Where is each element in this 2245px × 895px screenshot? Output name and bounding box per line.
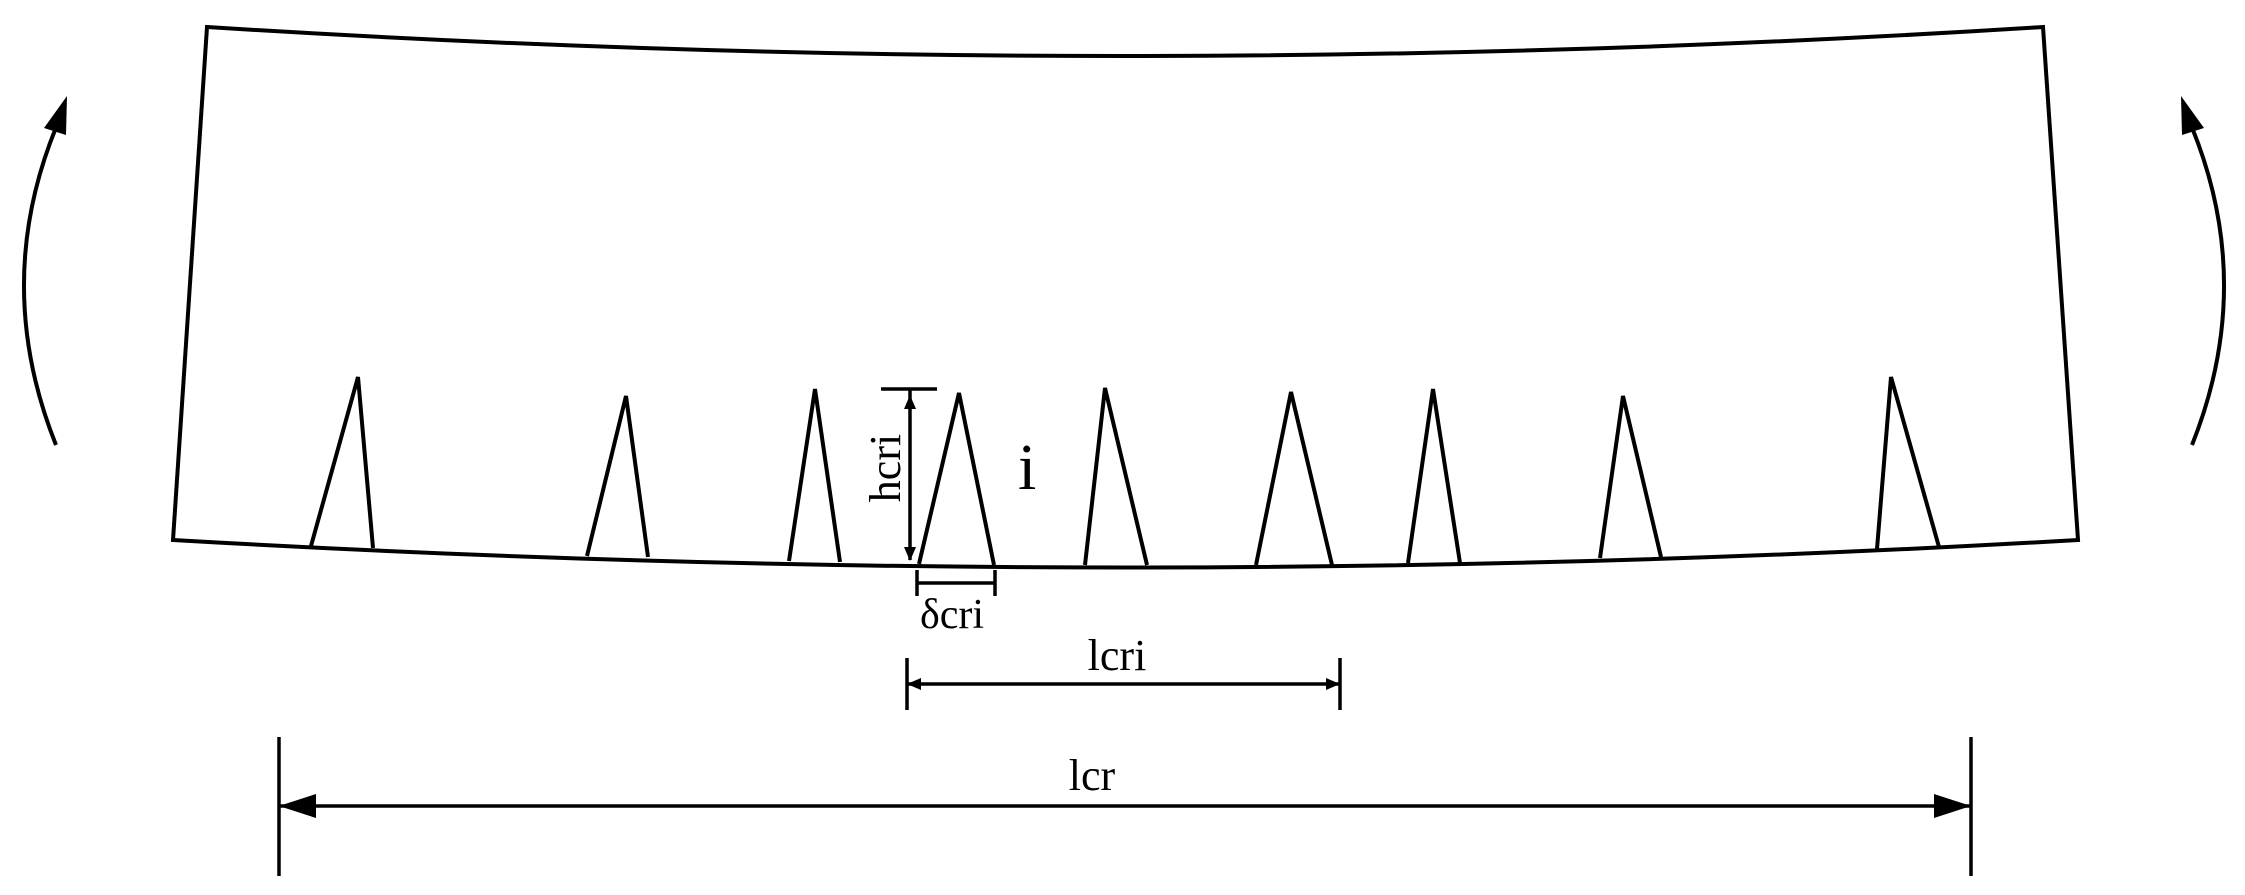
crack-zone-label: lcr xyxy=(1069,751,1116,800)
crack xyxy=(1406,388,1462,564)
crack-width-label: δcri xyxy=(920,592,984,638)
crack xyxy=(1254,391,1334,566)
beam-outline xyxy=(170,24,2081,570)
crack-width-dimension xyxy=(915,570,997,596)
crack xyxy=(309,376,375,549)
right-moment-arrow xyxy=(2181,96,2227,446)
crack-index-label: i xyxy=(1018,431,1036,504)
crack-height-dimension xyxy=(881,387,937,561)
crack xyxy=(1598,395,1663,559)
crack-zone-dimension xyxy=(277,737,1973,876)
cracks xyxy=(309,376,1941,566)
crack xyxy=(787,388,842,563)
crack-spacing-label: lcri xyxy=(1088,631,1147,680)
crack-height-label: hcri xyxy=(861,434,910,502)
crack xyxy=(1083,387,1149,566)
left-moment-arrow xyxy=(21,96,67,446)
crack xyxy=(1875,376,1941,550)
crack-i xyxy=(917,392,996,566)
crack xyxy=(585,395,650,558)
crack-spacing-dimension xyxy=(905,658,1342,710)
